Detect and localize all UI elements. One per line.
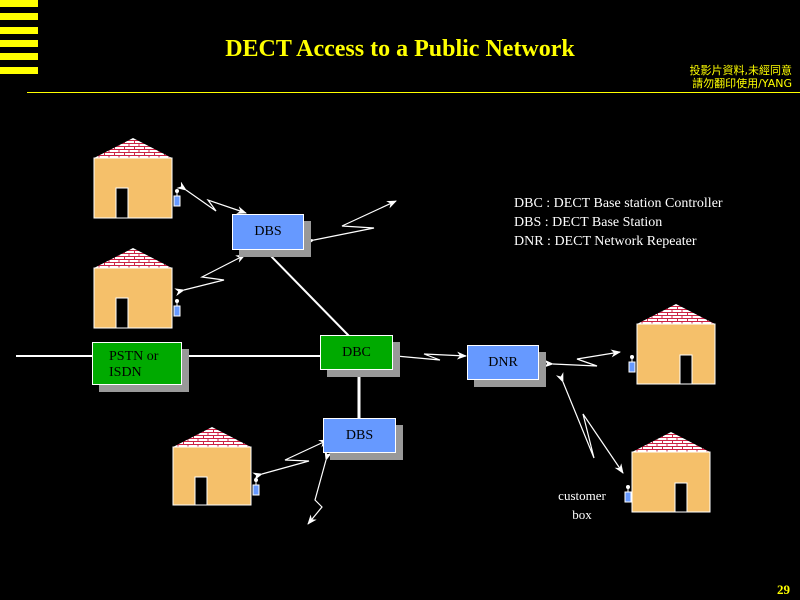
dnr-label: DNR [488,354,518,370]
customer-box-icon [252,478,260,496]
wireless-link [176,181,247,214]
copyright-notice: 投影片資料,未經同意 請勿翻印使用/YANG [690,64,793,90]
dbs-top-label: DBS [254,224,282,239]
house-icon [636,304,716,385]
house-icon [93,248,173,329]
dbc-label: DBC [342,344,371,360]
page-number: 29 [777,582,790,597]
title-divider [27,92,800,93]
wireless-link [386,351,467,361]
customer-box-icon [173,189,181,207]
wireless-link [307,450,333,525]
dbc-node: DBC [320,335,393,370]
legend-item-dbs: DBS : DECT Base Station [514,215,663,230]
pstn-label-line-2: ISDN [109,365,142,380]
decor-stripe [0,13,38,20]
link-dbs-top-dbc [265,250,351,338]
customer-box-label: customer box [546,486,618,524]
pstn-isdn-node: PSTN or ISDN [92,342,182,385]
wireless-link [555,372,624,474]
customer-box-label-line-2: box [572,507,592,522]
wireless-link [174,254,246,297]
wireless-link [252,439,329,481]
house-icon [631,432,711,513]
house-icon [172,427,252,506]
copyright-line-1: 投影片資料,未經同意 [689,64,793,77]
customer-box-icon [628,355,636,373]
legend-item-dbc: DBC : DECT Base station Controller [514,196,723,211]
pstn-label-line-1: PSTN or [109,349,159,364]
dbs-bottom-node: DBS [323,418,396,453]
dbs-bottom-label: DBS [345,427,374,443]
decor-stripe [0,27,38,34]
dnr-node: DNR [467,345,539,380]
customer-box-icon [173,299,181,317]
legend-item-dnr: DNR : DECT Network Repeater [514,234,697,249]
customer-box-icon [624,485,632,503]
dbs-top-node: DBS [232,214,304,250]
slide-title: DECT Access to a Public Network [225,36,575,62]
copyright-line-2: 請勿翻印使用/YANG [692,77,792,90]
house-icon [93,138,173,219]
abbreviation-legend: DBC : DECT Base station Controller DBS :… [514,194,723,251]
decor-stripe [0,40,38,47]
wireless-link [543,349,621,368]
decor-stripe [0,53,38,60]
decor-stripe [0,0,38,7]
wireless-link [304,200,397,246]
decor-stripe [0,67,38,74]
customer-box-label-line-1: customer [558,488,606,503]
